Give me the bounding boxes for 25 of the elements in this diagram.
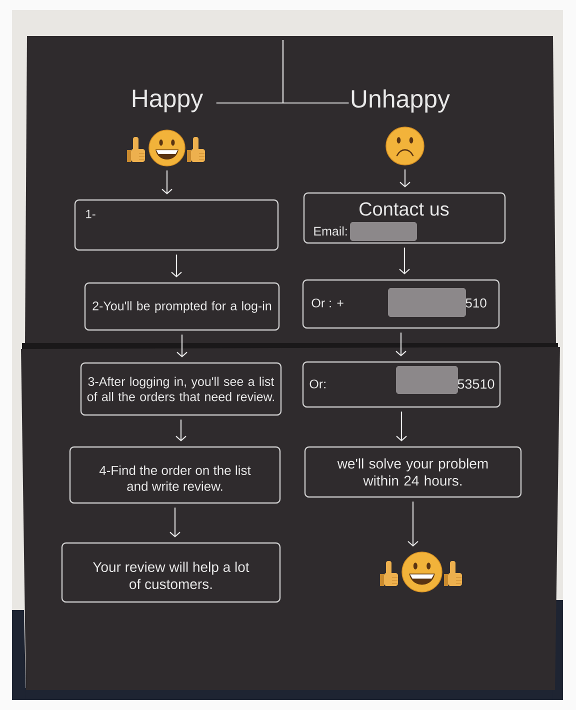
grinning-face-thumbs-up-icon	[380, 552, 462, 592]
connector-line	[282, 40, 349, 104]
arrow	[162, 170, 172, 194]
step-box: we'll solve your problem within 24 hours.	[304, 446, 522, 498]
arrow	[396, 332, 406, 356]
sad-face-icon	[386, 126, 424, 166]
step-box: 3-After logging in, you'll see a list of all the orders that need review.	[80, 362, 282, 416]
arrow	[176, 334, 188, 358]
arrow	[399, 248, 410, 274]
step-box: 1-	[74, 199, 279, 251]
arrow	[176, 420, 186, 442]
step-box: Contact us Email:	[303, 192, 506, 244]
arrow	[408, 502, 418, 547]
heading: Happy	[132, 90, 204, 112]
step-box: 4-Find the order on the list and write review.	[69, 446, 281, 504]
arrow	[396, 412, 407, 442]
step-box: Or: 53510	[302, 361, 501, 408]
arrow	[170, 508, 180, 538]
step-box: 2-You'll be prompted for a log-in	[84, 282, 280, 331]
arrow	[171, 254, 182, 278]
arrow	[400, 169, 410, 188]
grinning-face-thumbs-up-icon	[127, 130, 205, 166]
step-box: Or : + 510	[302, 279, 500, 329]
step-box: Your review will help a lot of customers.	[61, 542, 281, 603]
heading: Unhappy	[352, 89, 450, 113]
